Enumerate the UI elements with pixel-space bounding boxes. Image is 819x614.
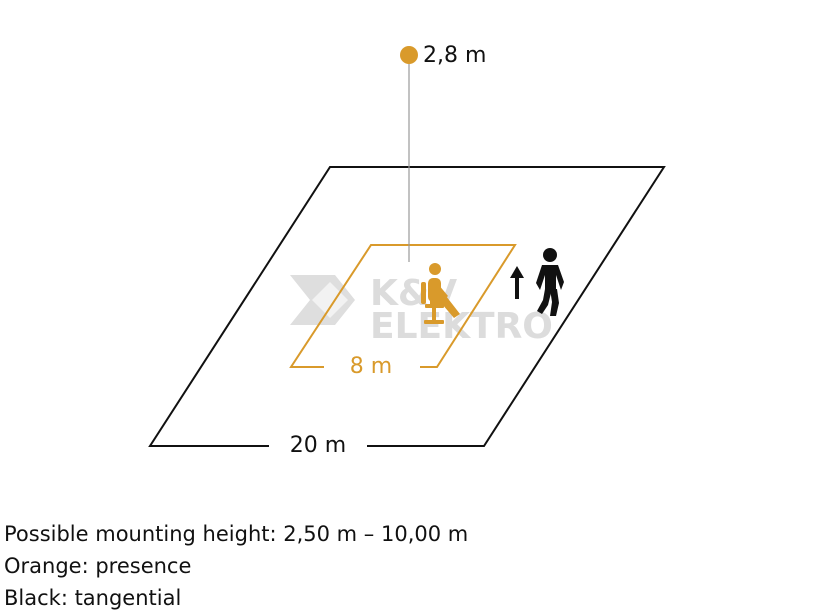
up-arrow-icon [510, 266, 524, 299]
coverage-diagram: K&V ELEKTRO 20 m 8 m 2,8 m [148, 43, 666, 458]
presence-legend-note: Orange: presence [4, 554, 192, 578]
notes: Possible mounting height: 2,50 m – 10,00… [4, 518, 804, 614]
watermark-emblem-icon [290, 275, 355, 325]
mounting-height-note: Possible mounting height: 2,50 m – 10,00… [4, 522, 469, 546]
outer-area-width-label: 20 m [290, 433, 346, 458]
inner-area: 8 m [289, 244, 517, 379]
outer-area-outline [148, 166, 666, 447]
sensor-height-label: 2,8 m [423, 43, 486, 68]
watermark-line2: ELEKTRO [370, 306, 553, 347]
seated-person-icon [421, 263, 460, 324]
inner-area-outline [289, 244, 517, 368]
sensor-dot-icon [400, 46, 418, 64]
walking-person-icon [536, 248, 564, 316]
sensor: 2,8 m [400, 43, 486, 262]
tangential-legend-note: Black: tangential [4, 586, 182, 610]
outer-area: 20 m [148, 166, 666, 458]
inner-area-width-label: 8 m [350, 354, 392, 379]
